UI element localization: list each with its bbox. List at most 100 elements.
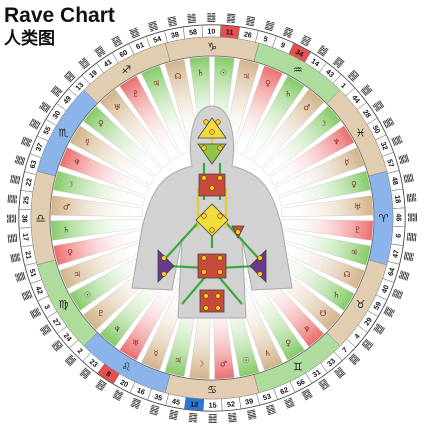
hexagram-icon [333,366,346,379]
planet-icon: ♇ [132,90,139,99]
planet-icon: ♄ [285,90,292,99]
chart-title-block: Rave Chart 人类图 [4,4,115,50]
gate-number-label: 28 [361,108,373,120]
libra-icon: ♎ [36,212,46,225]
hexagram-icon [391,288,404,300]
gate-number-label: 64 [386,267,397,277]
hexagram-icon [111,35,123,48]
gate-number-label: 52 [227,399,236,409]
gate-number-label: 54 [152,34,162,45]
hexagram-icon [208,414,217,424]
virgo-icon: ♍ [59,298,69,311]
gate-number-label: 57 [385,158,396,168]
hexagram-icon [347,69,360,82]
gate-dot [201,255,207,261]
gate-number-label: 27 [51,317,63,329]
activation-ray [53,170,146,207]
activation-ray [262,105,341,177]
gate-number-label: 24 [62,331,74,343]
gate-dot [257,255,263,261]
bodygraph [131,105,293,319]
hexagram-icon [245,16,256,27]
hexagram-icon [21,289,33,301]
planet-icon: ☋ [319,309,326,318]
gate-number-label: 5 [262,34,268,44]
planet-icon: ♄ [197,68,204,77]
planet-icon: ♃ [350,248,357,257]
hexagram-icon [383,306,395,318]
gate-dot [217,213,223,219]
hexagram-icon [391,135,403,147]
hexagram-icon [188,412,198,423]
hexagram-icon [112,389,124,401]
gate-dot [217,145,223,151]
gate-number-label: 9 [279,40,286,50]
hexagram-icon [300,35,312,47]
hexagram-icon [398,154,410,165]
g-center [195,203,229,237]
gate-dot [257,271,263,277]
scorpio-icon: ♏ [59,126,69,139]
gate-number-label: 12 [190,399,199,409]
activation-ray [59,147,150,196]
gate-number-label: 61 [134,40,145,51]
gate-dot [203,119,209,125]
gate-dot [217,255,223,261]
planet-icon: ☉ [84,290,91,299]
hexagram-icon [207,12,216,22]
gate-number-label: 8 [104,369,112,379]
planet-icon: ♀ [98,119,104,128]
gate-number-label: 26 [243,29,253,39]
taurus-icon: ♉ [356,298,366,311]
gate-number-label: 42 [34,285,45,296]
activation-ray [69,125,155,186]
gate-dot [209,185,215,191]
hexagram-icon [398,270,410,281]
aries-icon: ♈ [379,212,389,225]
planet-icon: ♆ [114,325,121,334]
planet-icon: ♄ [333,290,340,299]
activation-ray [99,89,171,168]
planet-icon: ☉ [242,356,249,365]
activation-ray [281,195,374,217]
gate-dot [201,175,207,181]
hexagram-icon [129,27,141,39]
hexagram-icon [38,101,51,113]
planet-icon: ♅ [354,203,361,212]
hexagram-icon [361,338,374,351]
hexagram-icon [373,323,386,335]
chart-title-english: Rave Chart [4,4,115,27]
planet-icon: ♅ [114,103,121,112]
gate-number-label: 40 [379,284,390,295]
hexagram-icon [148,20,159,32]
planet-icon: ♂ [303,103,310,112]
gate-dot [209,129,215,135]
hexagram-icon [63,70,76,83]
gate-dot [235,229,241,235]
gate-number-label: 47 [390,249,400,259]
gate-number-label: 21 [23,250,33,260]
hexagram-icon [332,56,345,69]
hexagram-icon [78,57,91,70]
gate-number-label: 7 [340,345,349,354]
activation-ray [50,195,143,217]
gate-number-label: 51 [28,268,39,278]
hexagram-icon [406,193,417,203]
gate-number-label: 56 [295,377,306,389]
gate-number-label: 23 [88,357,100,369]
gate-number-label: 45 [171,396,181,406]
hexagram-icon [64,354,77,367]
gate-dot [209,227,215,233]
gate-number-label: 41 [102,57,114,69]
gate-number-label: 16 [136,385,147,396]
gate-number-label: 49 [61,94,73,106]
hexagram-icon [406,232,417,242]
gate-number-label: 58 [189,27,198,37]
gate-number-label: 34 [294,47,305,59]
hexagram-icon [79,367,92,380]
planet-icon: ♃ [74,270,81,279]
gate-number-label: 39 [244,396,254,406]
hexagram-icon [95,379,107,392]
planet-icon: ☉ [220,68,227,77]
